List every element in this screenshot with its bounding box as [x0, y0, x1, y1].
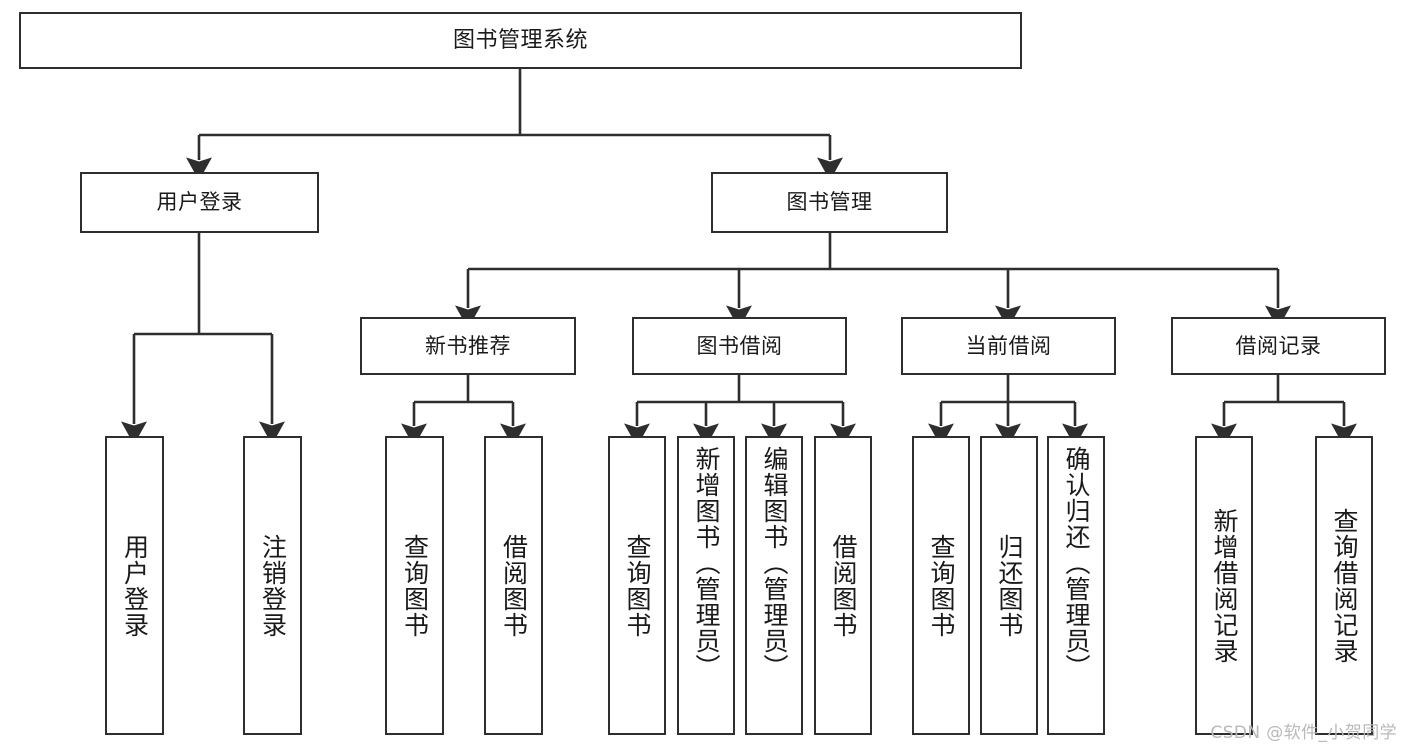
csdn-watermark: CSDN @软件_小贺同学: [1210, 723, 1397, 743]
leaf-borrow-book-1[interactable]: 借阅图书: [484, 436, 543, 735]
node-root-label: 图书管理系统: [452, 27, 588, 53]
leaf-add-record[interactable]: 新增借阅记录: [1195, 436, 1253, 735]
leaf-borrow-book-2-label: 借阅图书: [829, 533, 858, 638]
node-new-book-recommend-label: 新书推荐: [425, 333, 511, 358]
leaf-add-book[interactable]: 新增图书（管理员）: [677, 436, 735, 735]
leaf-user-login-label: 用户登录: [120, 533, 150, 638]
node-current-borrow[interactable]: 当前借阅: [901, 317, 1116, 375]
leaf-return-book[interactable]: 归还图书: [980, 436, 1038, 735]
leaf-query-book-2-label: 查询图书: [623, 533, 652, 638]
node-book-manage[interactable]: 图书管理: [711, 172, 948, 233]
leaf-query-record[interactable]: 查询借阅记录: [1315, 436, 1373, 735]
node-borrow-record[interactable]: 借阅记录: [1171, 317, 1386, 375]
leaf-add-record-label: 新增借阅记录: [1210, 507, 1239, 664]
leaf-edit-book-label: 编辑图书（管理员）: [760, 446, 789, 680]
node-book-borrow-label: 图书借阅: [696, 333, 783, 358]
leaf-query-book-1-label: 查询图书: [400, 533, 430, 638]
leaf-add-book-label: 新增图书（管理员）: [692, 446, 721, 680]
node-book-borrow[interactable]: 图书借阅: [632, 317, 847, 375]
leaf-confirm-return[interactable]: 确认归还（管理员）: [1047, 436, 1105, 735]
leaf-edit-book[interactable]: 编辑图书（管理员）: [745, 436, 803, 735]
leaf-return-book-label: 归还图书: [995, 533, 1024, 638]
node-root[interactable]: 图书管理系统: [19, 12, 1022, 69]
leaf-logout-login-label: 注销登录: [258, 533, 288, 638]
leaf-logout-login[interactable]: 注销登录: [243, 436, 302, 735]
leaf-query-book-3[interactable]: 查询图书: [912, 436, 970, 735]
node-user-login-label: 用户登录: [156, 190, 243, 215]
leaf-confirm-return-label: 确认归还（管理员）: [1062, 446, 1091, 680]
leaf-query-record-label: 查询借阅记录: [1330, 507, 1359, 664]
node-current-borrow-label: 当前借阅: [965, 333, 1052, 358]
leaf-query-book-2[interactable]: 查询图书: [608, 436, 666, 735]
node-book-manage-label: 图书管理: [786, 190, 873, 215]
leaf-borrow-book-1-label: 借阅图书: [499, 533, 529, 638]
leaf-borrow-book-2[interactable]: 借阅图书: [814, 436, 872, 735]
node-new-book-recommend[interactable]: 新书推荐: [360, 317, 576, 375]
leaf-user-login[interactable]: 用户登录: [105, 436, 164, 735]
leaf-query-book-1[interactable]: 查询图书: [385, 436, 444, 735]
node-user-login[interactable]: 用户登录: [80, 172, 319, 233]
node-borrow-record-label: 借阅记录: [1235, 333, 1322, 358]
leaf-query-book-3-label: 查询图书: [927, 533, 956, 638]
